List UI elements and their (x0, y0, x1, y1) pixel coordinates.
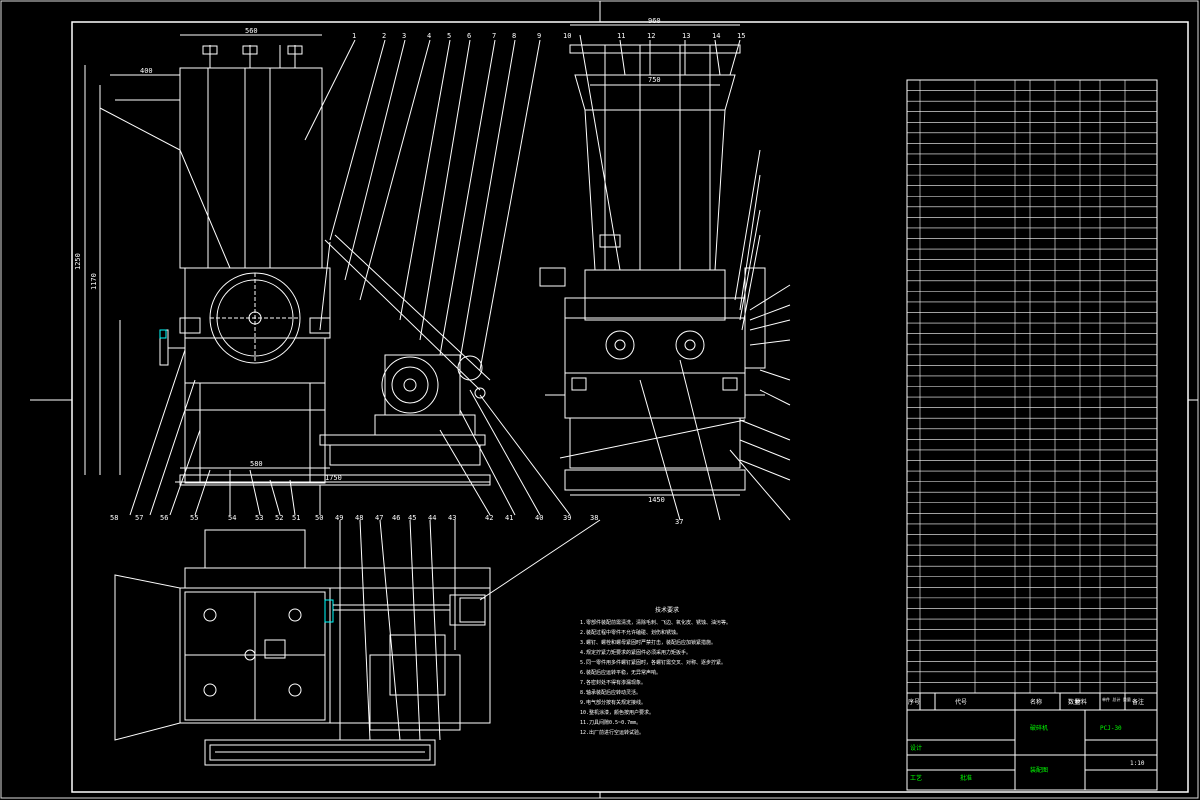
svg-text:11: 11 (617, 32, 625, 40)
drawing-frame-inner (71, 21, 1189, 793)
svg-text:41: 41 (505, 514, 513, 522)
dim-560: 560 (245, 27, 258, 35)
tb-process: 工艺 (910, 774, 922, 782)
tb-remark-col: 备注 (1132, 698, 1144, 706)
svg-text:12: 12 (647, 32, 655, 40)
dim-960: 960 (648, 17, 661, 25)
tb-assembly-label: 装配图 (1030, 766, 1048, 774)
svg-text:51: 51 (292, 514, 300, 522)
svg-text:3: 3 (402, 32, 406, 40)
tech-req-title: 技术要求 (655, 606, 679, 614)
svg-text:10: 10 (563, 32, 571, 40)
tech-req-line-12: 12.出厂前进行空运转试验。 (580, 729, 644, 736)
svg-text:39: 39 (563, 514, 571, 522)
dim-400: 400 (140, 67, 153, 75)
svg-text:45: 45 (408, 514, 416, 522)
tech-req-line-9: 9.电气部分按有关规定接线。 (580, 699, 646, 706)
svg-text:38: 38 (590, 514, 598, 522)
svg-text:4: 4 (427, 32, 431, 40)
tb-weight-col: 单件 总计 重量 (1102, 696, 1131, 702)
svg-text:13: 13 (682, 32, 690, 40)
tech-req-line-1: 1.零部件装配前需清洗，清除毛刺、飞边、氧化皮、锈蚀、油污等。 (580, 619, 731, 626)
tech-req-line-8: 8.轴承装配后应转动灵活。 (580, 689, 641, 696)
tb-index-col: 序号 (908, 698, 920, 706)
svg-text:14: 14 (712, 32, 720, 40)
tech-req-line-6: 6.装配后应运转平稳，无异常声响。 (580, 669, 661, 676)
tech-req-line-4: 4.规定拧紧力矩要求的紧固件必须采用力矩扳手。 (580, 649, 691, 656)
front-view-dim-labels: 560 400 1250 1170 580 1750 (74, 27, 342, 482)
dim-1450: 1450 (648, 496, 665, 504)
svg-text:15: 15 (737, 32, 745, 40)
svg-text:40: 40 (535, 514, 543, 522)
svg-text:58: 58 (110, 514, 118, 522)
tech-req-line-10: 10.整机涂漆，颜色按用户要求。 (580, 709, 654, 716)
tech-requirements: 技术要求 1.零部件装配前需清洗，清除毛刺、飞边、氧化皮、锈蚀、油污等。 2.装… (580, 606, 731, 736)
svg-text:49: 49 (335, 514, 343, 522)
part-labels-top: 1 2 3 4 5 6 7 8 9 10 11 12 13 14 15 (352, 32, 745, 40)
tb-scale: 1:10 (1130, 760, 1145, 767)
svg-text:47: 47 (375, 514, 383, 522)
svg-text:9: 9 (537, 32, 541, 40)
tech-req-line-2: 2.装配过程中零件不允许磕碰、划伤和锈蚀。 (580, 629, 681, 636)
tb-name-col: 名称 (1030, 698, 1042, 706)
svg-text:46: 46 (392, 514, 400, 522)
svg-text:42: 42 (485, 514, 493, 522)
tb-qty-col: 数量 (1068, 698, 1080, 706)
tb-material-col: 材料 (1075, 698, 1087, 706)
title-block: 序号 代号 名称 数量 材料 单件 总计 重量 备注 破碎机 PCJ-30 装配… (906, 692, 1158, 791)
svg-text:6: 6 (467, 32, 471, 40)
svg-text:37: 37 (675, 518, 683, 526)
svg-text:44: 44 (428, 514, 436, 522)
svg-text:52: 52 (275, 514, 283, 522)
tech-req-line-7: 7.各密封处不得有渗漏现象。 (580, 679, 646, 686)
side-view-dim-labels: 960 750 1450 (648, 17, 665, 504)
svg-text:43: 43 (448, 514, 456, 522)
svg-text:53: 53 (255, 514, 263, 522)
dim-750: 750 (648, 76, 661, 84)
svg-text:54: 54 (228, 514, 236, 522)
svg-text:50: 50 (315, 514, 323, 522)
tech-req-line-5: 5.同一零件用多件螺钉紧固时，各螺钉需交叉、对称、逐步拧紧。 (580, 659, 726, 666)
svg-text:5: 5 (447, 32, 451, 40)
dim-580: 580 (250, 460, 263, 468)
side-view (539, 24, 791, 521)
svg-text:57: 57 (135, 514, 143, 522)
tb-drawing-name: 破碎机 (1030, 724, 1048, 732)
part-labels-bottom: 58 57 56 55 54 53 52 51 50 49 48 47 46 4… (110, 514, 683, 526)
svg-text:8: 8 (512, 32, 516, 40)
tb-code-col: 代号 (955, 698, 967, 706)
dim-1170: 1170 (90, 273, 98, 290)
svg-text:7: 7 (492, 32, 496, 40)
bill-of-materials (906, 79, 1158, 694)
tech-req-line-3: 3.螺钉、螺栓和螺母紧固时严禁打击，装配后应加锁紧措施。 (580, 639, 716, 646)
top-view (114, 519, 601, 766)
svg-text:1: 1 (352, 32, 356, 40)
svg-text:2: 2 (382, 32, 386, 40)
tb-approve: 批准 (960, 774, 972, 782)
svg-text:48: 48 (355, 514, 363, 522)
front-view (84, 34, 571, 516)
tb-designer: 设计 (910, 744, 922, 752)
dim-1250: 1250 (74, 253, 82, 270)
svg-text:56: 56 (160, 514, 168, 522)
tech-req-line-11: 11.刀具间隙0.5~0.7mm。 (580, 719, 641, 726)
svg-text:55: 55 (190, 514, 198, 522)
dim-1750: 1750 (325, 474, 342, 482)
tb-drawing-code: PCJ-30 (1100, 725, 1122, 732)
